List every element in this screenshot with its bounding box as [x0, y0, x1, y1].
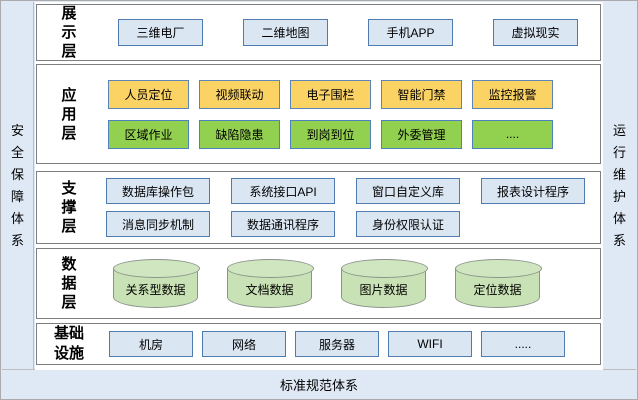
layer-infrastructure-label: 基础设施	[53, 325, 84, 362]
support-row-1: 数据库操作包 系统接口API 窗口自定义库 报表设计程序	[106, 178, 600, 204]
layer-presentation-label-col: 展示层	[37, 5, 101, 60]
module-box-identity-auth: 身份权限认证	[356, 211, 460, 237]
module-box-machine-room: 机房	[109, 331, 193, 357]
layer-application: 应用层 人员定位 视频联动 电子围栏 智能门禁 监控报警 区域作业 缺陷隐患 到…	[36, 64, 601, 164]
module-box-mobile-app: 手机APP	[368, 19, 453, 46]
database-cylinder-image: 图片数据	[341, 259, 428, 308]
presentation-row: 三维电厂 二维地图 手机APP 虚拟现实	[118, 19, 578, 46]
application-row-2: 区域作业 缺陷隐患 到岗到位 外委管理 ....	[108, 119, 600, 149]
layer-presentation-label: 展示层	[61, 5, 77, 60]
database-cylinder-document: 文档数据	[227, 259, 314, 308]
layer-infrastructure: 基础设施 机房 网络 服务器 WIFI .....	[36, 323, 601, 365]
module-box-monitor-alarm: 监控报警	[472, 79, 553, 109]
diagram-canvas: 展示层 三维电厂 二维地图 手机APP 虚拟现实 应用层 人员定位 视频联动	[35, 2, 603, 370]
cylinder-label: 图片数据	[359, 283, 408, 297]
infrastructure-row: 机房 网络 服务器 WIFI .....	[109, 331, 600, 357]
layer-support-label-col: 支撑层	[37, 172, 101, 243]
module-box-personnel-location: 人员定位	[108, 79, 189, 109]
module-box-on-duty: 到岗到位	[290, 119, 371, 149]
layer-support-label: 支撑层	[61, 180, 77, 235]
cylinder-label: 文档数据	[245, 283, 294, 297]
module-box-video-linkage: 视频联动	[199, 79, 280, 109]
layer-infrastructure-label-col: 基础设施	[37, 324, 101, 364]
module-box-3d-plant: 三维电厂	[118, 19, 203, 46]
module-box-wifi: WIFI	[388, 331, 472, 357]
layer-data-label-col: 数据层	[37, 249, 101, 318]
module-box-electronic-fence: 电子围栏	[290, 79, 371, 109]
support-row-2: 消息同步机制 数据通讯程序 身份权限认证	[106, 211, 600, 237]
standards-panel: 标准规范体系	[2, 369, 636, 398]
module-box-defect-hazard: 缺陷隐患	[199, 119, 280, 149]
layer-presentation: 展示层 三维电厂 二维地图 手机APP 虚拟现实	[36, 4, 601, 61]
module-box-report-designer: 报表设计程序	[481, 178, 585, 204]
module-box-outsourcing-mgmt: 外委管理	[381, 119, 462, 149]
database-cylinder-location: 定位数据	[455, 259, 542, 308]
module-box-2d-map: 二维地图	[243, 19, 328, 46]
security-assurance-panel: 安全保障体系	[2, 2, 34, 370]
application-row-1: 人员定位 视频联动 电子围栏 智能门禁 监控报警	[108, 79, 600, 109]
layer-support: 支撑层 数据库操作包 系统接口API 窗口自定义库 报表设计程序 消息同步机制 …	[36, 171, 601, 244]
module-box-custom-window: 窗口自定义库	[356, 178, 460, 204]
module-box-area-operation: 区域作业	[108, 119, 189, 149]
module-box-network: 网络	[202, 331, 286, 357]
layer-data: 数据层 关系型数据 文档数据 图片数据 定位数据	[36, 248, 601, 319]
operation-maintenance-panel: 运行维护体系	[602, 2, 636, 370]
module-box-message-sync: 消息同步机制	[106, 211, 210, 237]
module-box-system-api: 系统接口API	[231, 178, 335, 204]
data-row: 关系型数据 文档数据 图片数据 定位数据	[113, 259, 600, 308]
module-box-vr: 虚拟现实	[493, 19, 578, 46]
module-box-infra-more: .....	[481, 331, 565, 357]
module-box-app-more: ....	[472, 119, 553, 149]
cylinder-label: 关系型数据	[125, 283, 186, 297]
layer-data-label: 数据层	[61, 256, 77, 311]
cylinder-label: 定位数据	[473, 283, 522, 297]
module-box-server: 服务器	[295, 331, 379, 357]
module-box-smart-access: 智能门禁	[381, 79, 462, 109]
database-cylinder-relational: 关系型数据	[113, 259, 200, 308]
module-box-db-operation-pkg: 数据库操作包	[106, 178, 210, 204]
layer-application-label-col: 应用层	[37, 65, 101, 163]
operation-maintenance-label: 运行维护体系	[612, 123, 626, 248]
layer-application-label: 应用层	[61, 86, 77, 142]
module-box-data-comm: 数据通讯程序	[231, 211, 335, 237]
standards-label: 标准规范体系	[279, 377, 358, 393]
security-assurance-label: 安全保障体系	[10, 123, 24, 248]
